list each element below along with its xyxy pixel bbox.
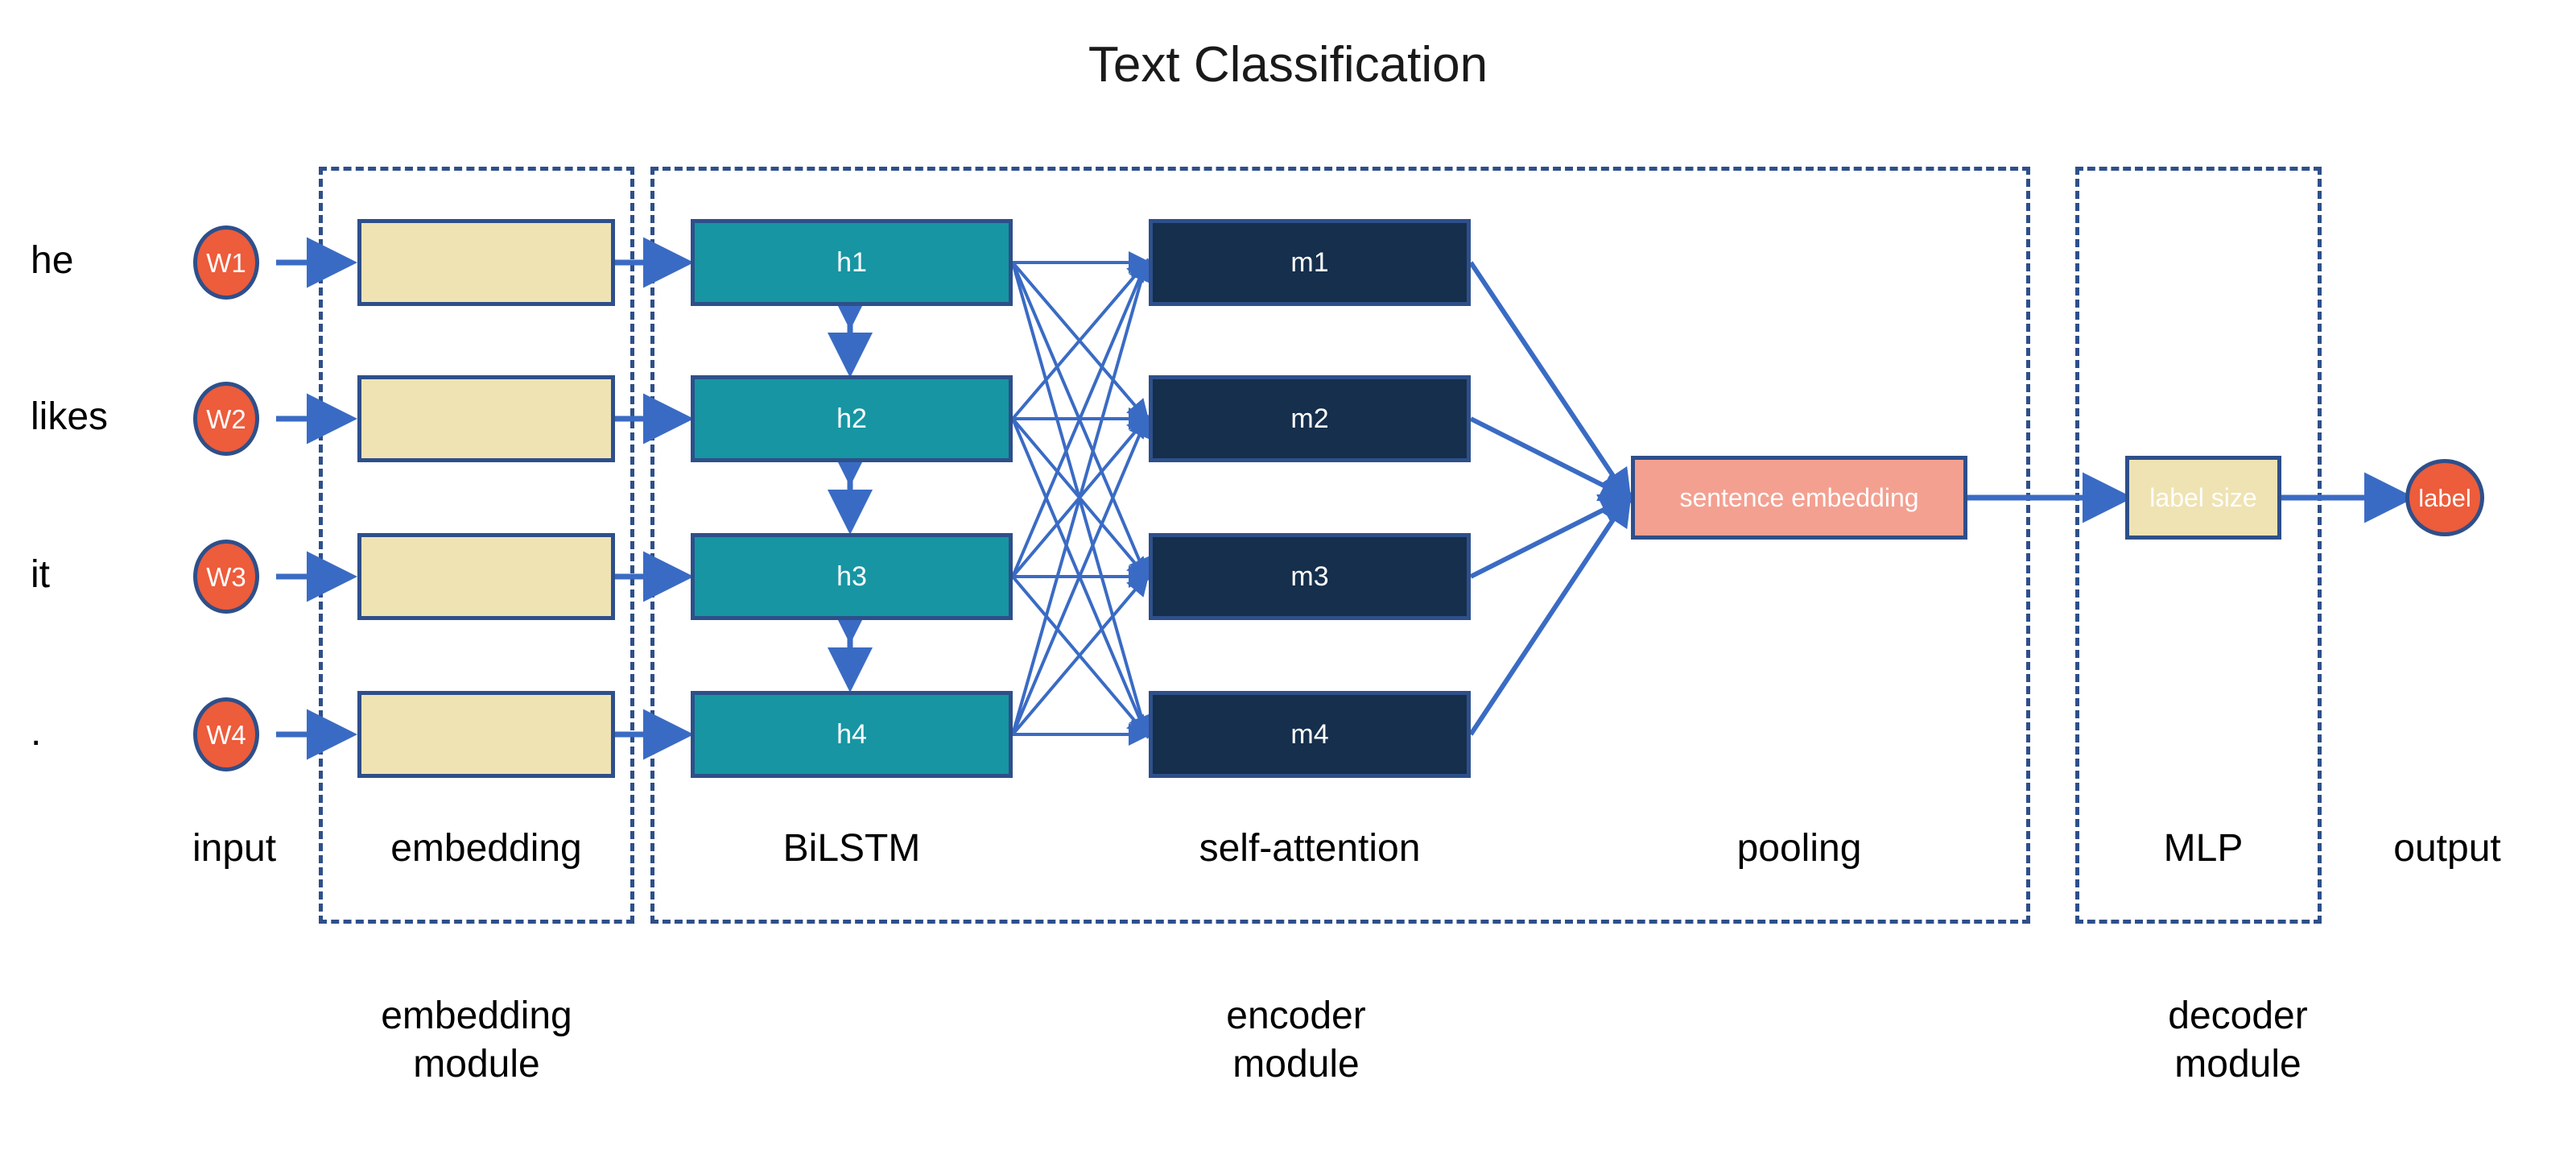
embedding-box-3[interactable] [357,533,615,620]
output-label-node[interactable]: label [2405,459,2484,536]
input-token-w3[interactable]: W3 [193,540,259,614]
page-title: Text Classification [1088,37,1488,93]
input-word-1: he [31,239,74,282]
module-caption-decoder: decoder module [2168,995,2308,1086]
stage-caption-bilstm: BiLSTM [782,827,921,870]
self-attention-box-m4[interactable]: m4 [1149,691,1471,778]
stage-caption-self-attention: self-attention [1199,827,1421,870]
stage-caption-pooling: pooling [1736,827,1862,870]
input-word-3: it [31,553,50,596]
bilstm-box-h3[interactable]: h3 [691,533,1013,620]
module-caption-encoder: encoder module [1226,995,1366,1086]
bilstm-box-h2[interactable]: h2 [691,375,1013,462]
embedding-box-1[interactable] [357,219,615,306]
stage-caption-input: input [192,827,277,870]
self-attention-box-m2[interactable]: m2 [1149,375,1471,462]
input-token-w4[interactable]: W4 [193,697,259,771]
stage-caption-mlp: MLP [2163,827,2244,870]
embedding-module-boundary [319,167,634,924]
module-caption-embedding: embedding module [381,995,572,1086]
stage-caption-output: output [2393,827,2501,870]
bilstm-box-h4[interactable]: h4 [691,691,1013,778]
embedding-box-4[interactable] [357,691,615,778]
stage-caption-embedding: embedding [390,827,582,870]
decoder-module-boundary [2075,167,2322,924]
input-token-w1[interactable]: W1 [193,225,259,300]
self-attention-box-m3[interactable]: m3 [1149,533,1471,620]
pooling-sentence-embedding-box[interactable]: sentence embedding [1631,456,1967,540]
input-word-2: likes [31,395,109,438]
input-token-w2[interactable]: W2 [193,382,259,456]
encoder-module-boundary [650,167,2030,924]
input-word-4: . [31,711,42,754]
self-attention-box-m1[interactable]: m1 [1149,219,1471,306]
mlp-label-size-box[interactable]: label size [2125,456,2281,540]
bilstm-box-h1[interactable]: h1 [691,219,1013,306]
embedding-box-2[interactable] [357,375,615,462]
